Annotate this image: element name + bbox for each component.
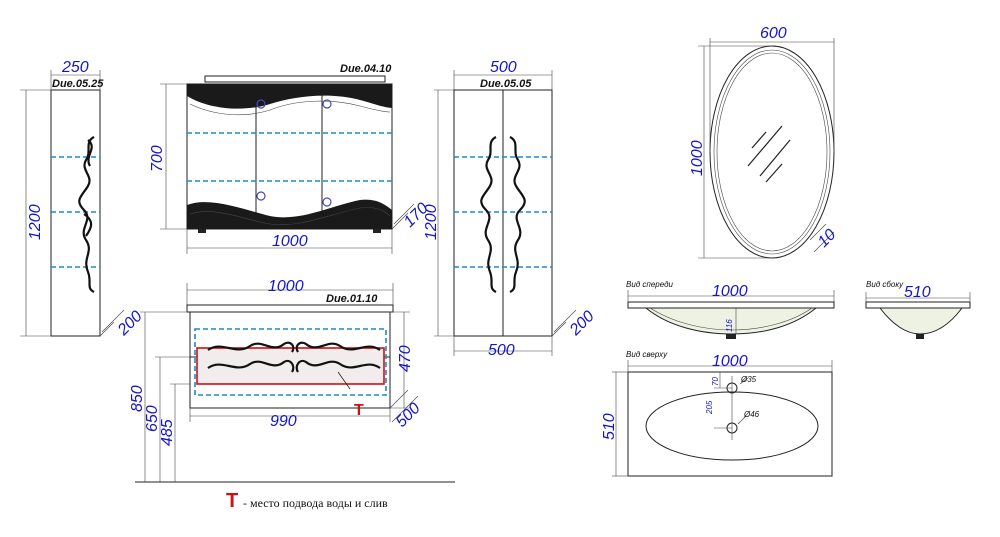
model-label-pencil-left: Due.05.25 <box>52 78 104 90</box>
legend: T - место подвода воды и слив <box>226 490 388 512</box>
dim-mirror-height: 1000 <box>689 140 706 176</box>
sink-side-view: Вид сбоку 510 <box>865 280 971 339</box>
dim-vanity-485: 485 <box>159 419 176 446</box>
vanity-cabinet: Due.01.10 1000 470 990 500 850 650 485 T <box>129 278 455 483</box>
dim-sink-front-width: 1000 <box>712 283 748 300</box>
mirror-cabinet: Due.04.10 700 1000 170 <box>149 63 432 254</box>
dim-vanity-850: 850 <box>129 385 146 412</box>
oval-mirror: 600 1000 10 <box>689 25 839 259</box>
dim-sink-top-70: 70 <box>711 377 720 386</box>
view-label-top: Вид сверху <box>626 350 668 359</box>
dim-pencil-right-depth: 200 <box>566 308 598 340</box>
water-supply-marker: T <box>354 402 364 419</box>
dim-mirror-cabinet-height: 700 <box>149 145 166 172</box>
pencil-cabinet-right: 500 Due.05.05 1200 500 200 <box>423 59 598 359</box>
dim-pencil-left-height: 1200 <box>27 204 44 240</box>
view-label-side: Вид сбоку <box>866 280 904 289</box>
view-label-front: Вид спереди <box>626 280 674 289</box>
dim-pencil-left-width: 250 <box>61 59 89 76</box>
dim-pencil-right-height: 1200 <box>423 204 440 240</box>
dim-mirror-width: 600 <box>760 25 787 42</box>
dim-vanity-650: 650 <box>144 405 161 432</box>
pencil-cabinet-left: 250 Due.05.25 1200 200 <box>20 59 146 340</box>
dim-pencil-left-depth: 200 <box>114 308 146 340</box>
sink-top-view: Вид сверху 1000 510 70 205 Ø35 Ø46 <box>601 350 833 477</box>
dim-sink-hole-46: Ø46 <box>743 410 760 419</box>
model-label-pencil-right: Due.05.05 <box>480 78 532 90</box>
model-label-vanity: Due.01.10 <box>326 293 378 305</box>
dim-sink-top-205: 205 <box>705 400 714 415</box>
dim-sink-front-116: 116 <box>725 319 734 332</box>
dim-vanity-inner-width: 990 <box>270 413 297 430</box>
dim-pencil-right-bottom-width: 500 <box>488 342 515 359</box>
dim-vanity-height: 470 <box>397 345 414 372</box>
dim-vanity-depth: 500 <box>393 400 424 431</box>
dim-sink-top-width: 1000 <box>712 353 748 370</box>
dim-vanity-top-width: 1000 <box>268 278 304 295</box>
dim-mirror-cabinet-width: 1000 <box>272 233 308 250</box>
model-label-mirror-cabinet: Due.04.10 <box>340 63 392 75</box>
dim-sink-top-depth: 510 <box>601 413 618 440</box>
dim-pencil-right-width: 500 <box>490 59 517 76</box>
dim-sink-side-width: 510 <box>904 284 931 301</box>
dim-sink-hole-35: Ø35 <box>740 375 757 384</box>
legend-text: - место подвода воды и слив <box>243 496 388 510</box>
legend-symbol: T <box>226 490 238 512</box>
sink-front-view: Вид спереди 1000 116 <box>626 280 835 339</box>
